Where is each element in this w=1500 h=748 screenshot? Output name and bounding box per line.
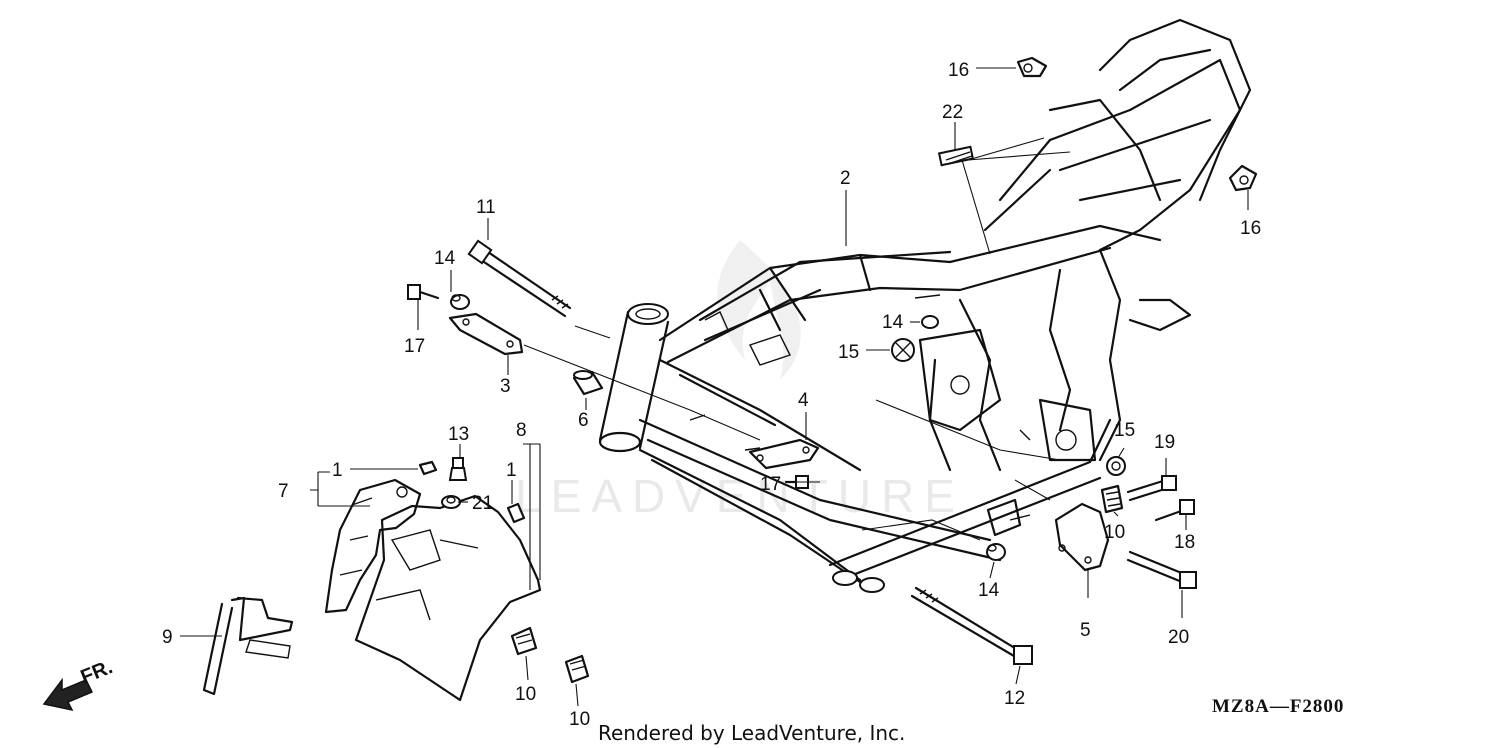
bolt-19 bbox=[1126, 475, 1177, 502]
callout-13: 13 bbox=[448, 424, 469, 445]
collar-21 bbox=[441, 495, 461, 509]
callout-labels: 16 22 16 2 11 14 17 3 6 14 15 4 17 15 19… bbox=[162, 60, 1261, 730]
callout-21: 21 bbox=[472, 493, 493, 514]
callout-9: 9 bbox=[162, 627, 173, 648]
rubber-10-lower-left bbox=[510, 626, 538, 656]
front-direction-arrow: FR. bbox=[42, 656, 116, 712]
frame-body bbox=[598, 18, 1252, 593]
callout-22: 22 bbox=[942, 102, 963, 123]
clip-1-upper bbox=[418, 460, 438, 476]
collar-6 bbox=[572, 370, 604, 396]
watermark-text: LEADVENTURE bbox=[515, 470, 965, 522]
callout-16: 16 bbox=[1240, 218, 1261, 239]
clip-1-right bbox=[506, 502, 526, 524]
callout-7: 7 bbox=[278, 481, 289, 502]
nut-14-lower bbox=[986, 543, 1006, 561]
callout-12: 12 bbox=[1004, 688, 1025, 709]
side-cover-8 bbox=[354, 494, 542, 702]
diagram-code: MZ8A—F2800 bbox=[1212, 696, 1344, 717]
callout-19: 19 bbox=[1154, 432, 1175, 453]
bolt-12 bbox=[910, 586, 1033, 665]
nut-14-left bbox=[450, 294, 470, 310]
rubber-10-right bbox=[1100, 484, 1124, 514]
bolt-20 bbox=[1126, 550, 1197, 589]
callout-4: 4 bbox=[798, 390, 809, 411]
bolt-18 bbox=[1154, 499, 1195, 522]
nut-14-center bbox=[921, 315, 939, 329]
callout-14: 14 bbox=[434, 248, 456, 269]
bolt-17-left bbox=[407, 284, 440, 300]
callout-8: 8 bbox=[516, 420, 527, 441]
rubber-15-center bbox=[891, 338, 915, 362]
bracket-5 bbox=[1054, 502, 1110, 572]
callout-14: 14 bbox=[882, 312, 904, 333]
clip-16-top bbox=[1016, 56, 1048, 78]
callout-20: 20 bbox=[1168, 627, 1189, 648]
callout-17: 17 bbox=[404, 336, 425, 357]
bolt-13 bbox=[448, 457, 468, 481]
clip-16-right bbox=[1228, 164, 1258, 192]
callout-10: 10 bbox=[1104, 522, 1125, 543]
label-22 bbox=[937, 145, 975, 167]
callout-2: 2 bbox=[840, 168, 851, 189]
callout-15: 15 bbox=[1114, 420, 1135, 441]
callout-1: 1 bbox=[506, 460, 517, 481]
callout-11: 11 bbox=[476, 197, 496, 218]
callout-18: 18 bbox=[1174, 532, 1195, 553]
callout-16: 16 bbox=[948, 60, 969, 81]
callout-1: 1 bbox=[332, 460, 343, 481]
mount-rubber-right bbox=[986, 498, 1022, 537]
callout-10: 10 bbox=[515, 684, 536, 705]
leader-lines bbox=[180, 67, 1249, 707]
callout-6: 6 bbox=[578, 410, 589, 431]
render-credit: Rendered by LeadVenture, Inc. bbox=[598, 721, 905, 745]
front-direction-label: FR. bbox=[78, 656, 116, 688]
bracket-9 bbox=[202, 596, 294, 696]
bolt-11 bbox=[467, 239, 572, 318]
bracket-4 bbox=[748, 438, 820, 470]
callout-3: 3 bbox=[500, 376, 511, 397]
rubber-10-bottom bbox=[564, 654, 590, 684]
bracket-3 bbox=[448, 312, 524, 356]
callout-17: 17 bbox=[760, 474, 781, 495]
callout-15: 15 bbox=[838, 342, 859, 363]
rubber-15-right bbox=[1106, 456, 1126, 476]
callout-10: 10 bbox=[569, 709, 590, 730]
side-cover-7 bbox=[324, 478, 422, 614]
callout-5: 5 bbox=[1080, 620, 1091, 641]
callout-14: 14 bbox=[978, 580, 1000, 601]
